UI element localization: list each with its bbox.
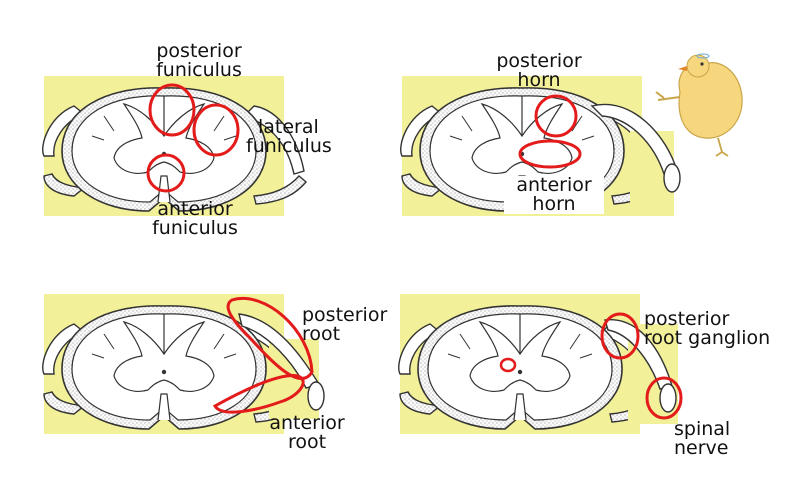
panel-2-cord	[399, 75, 681, 217]
label-line: nerve	[674, 437, 729, 459]
anterior-funiculus-circle	[146, 153, 186, 193]
label-line: horn	[532, 193, 576, 215]
panel-3-highlights	[212, 297, 314, 414]
label-line: funiculus	[152, 217, 238, 239]
panel-2-highlights	[518, 94, 582, 169]
label-line: funiculus	[156, 59, 242, 81]
posterior-root-circle	[226, 297, 314, 380]
label-line: posterior	[496, 50, 582, 72]
label-line: funiculus	[246, 135, 332, 157]
label-line: root	[302, 323, 341, 345]
label-spinal-nerve: spinal nerve	[674, 420, 730, 458]
label-lateral-funiculus: lateral funiculus	[246, 118, 332, 156]
anterior-root-circle	[212, 373, 305, 414]
label-anterior-funiculus: anterior funiculus	[140, 200, 250, 238]
chick-doodle-icon	[655, 53, 743, 157]
label-line: anterior	[516, 174, 592, 196]
label-line: posterior	[156, 40, 242, 62]
spinal-nerve-circle	[645, 376, 683, 420]
label-posterior-root: posterior root	[302, 306, 387, 344]
label-line: anterior	[157, 198, 233, 220]
lateral-funiculus-circle	[192, 103, 240, 157]
label-line: root ganglion	[644, 327, 771, 349]
label-line: root	[287, 431, 327, 453]
label-line: anterior	[269, 412, 345, 434]
label-line: spinal	[674, 418, 731, 440]
label-posterior-horn: posterior horn	[484, 52, 594, 90]
label-posterior-funiculus: posterior funiculus	[144, 42, 254, 80]
label-line: horn	[517, 69, 561, 91]
label-line: lateral	[258, 116, 319, 138]
central-canal-circle	[499, 357, 517, 373]
anterior-horn-circle	[518, 139, 582, 169]
label-anterior-root: anterior root	[252, 414, 362, 452]
label-posterior-root-ganglion: posterior root ganglion	[644, 310, 770, 348]
label-anterior-horn: anterior horn	[504, 176, 604, 214]
panel-1-highlights	[146, 83, 240, 193]
posterior-horn-circle	[534, 94, 578, 138]
label-line: posterior	[302, 304, 388, 326]
label-line: posterior	[644, 308, 730, 330]
panel-4-highlights	[499, 312, 683, 420]
posterior-root-ganglion-circle	[600, 312, 640, 360]
posterior-funiculus-circle	[148, 83, 196, 137]
panel-4-cord	[397, 293, 678, 435]
